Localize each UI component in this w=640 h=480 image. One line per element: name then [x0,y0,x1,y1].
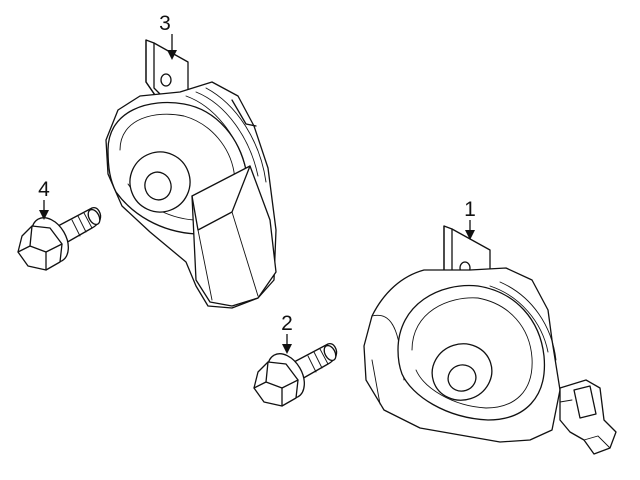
bolt-part-2[interactable] [253,343,338,407]
callout-2: 2 [281,312,293,354]
callout-number: 3 [159,12,171,35]
callout-1: 1 [464,198,476,240]
horn-part-3[interactable] [105,39,277,309]
callout-number: 4 [38,178,50,201]
callout-number: 1 [464,198,476,221]
callout-3: 3 [159,12,177,60]
bolt-part-4[interactable] [17,207,102,271]
horn-part-1[interactable] [363,225,617,455]
callout-4: 4 [38,178,50,220]
callout-number: 2 [281,312,293,335]
